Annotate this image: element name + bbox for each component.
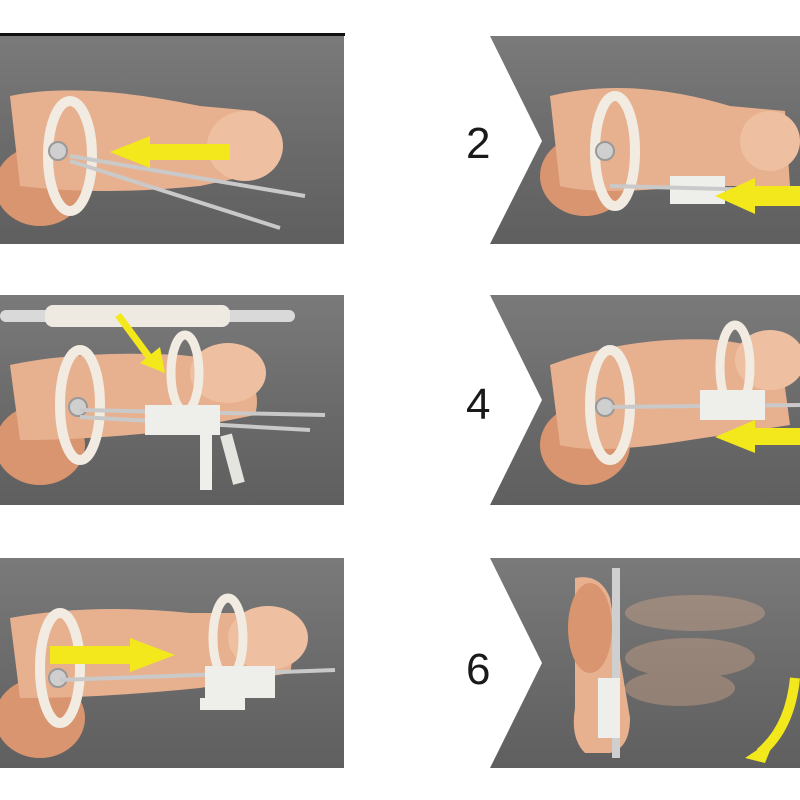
step-4-panel	[490, 295, 800, 505]
step-6-panel	[490, 558, 800, 768]
step-4-number: 4	[466, 380, 491, 429]
step-3-panel	[0, 295, 344, 505]
step-4-illustration	[490, 295, 800, 505]
step-3-illustration	[0, 305, 326, 490]
step-5-illustration	[0, 593, 336, 758]
step-2-panel	[490, 36, 800, 244]
step-6-illustration	[490, 558, 800, 768]
step-1-illustration	[0, 90, 306, 230]
step-2-number: 2	[466, 119, 491, 168]
step-6-number: 6	[466, 645, 491, 694]
step-5-panel	[0, 558, 344, 768]
top-border-line	[0, 33, 345, 36]
step-1-panel	[0, 36, 344, 244]
step-2-illustration	[490, 36, 800, 244]
